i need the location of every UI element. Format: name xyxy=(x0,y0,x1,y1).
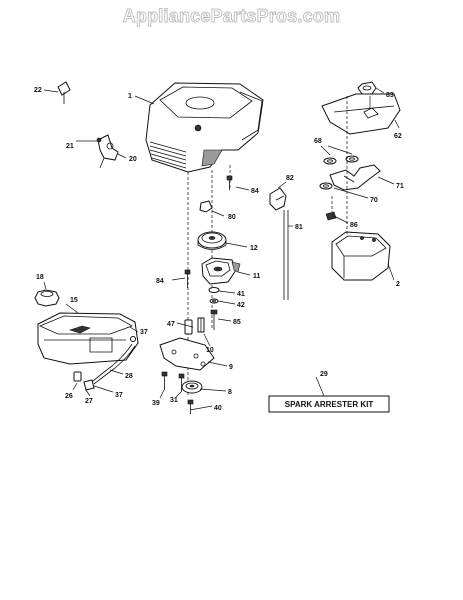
callout-85: 85 xyxy=(233,319,241,326)
callout-1: 1 xyxy=(128,93,132,100)
part-83 xyxy=(357,81,377,95)
shaft-10 xyxy=(197,317,205,333)
exhaust-pipe xyxy=(329,164,381,191)
bolt-31 xyxy=(178,373,185,392)
watermark: AppliancePartsPros.com xyxy=(122,6,341,27)
bolt-40 xyxy=(187,399,194,414)
kit-label: SPARK ARRESTER KIT xyxy=(285,400,374,409)
callout-26: 26 xyxy=(65,393,73,400)
callout-10: 10 xyxy=(206,347,214,354)
spacer-47 xyxy=(184,319,193,335)
callout-20: 20 xyxy=(129,156,137,163)
callout-81: 81 xyxy=(295,224,303,231)
fuel-line xyxy=(73,336,136,391)
gas-cap xyxy=(34,289,60,307)
callout-62: 62 xyxy=(394,133,402,140)
callout-31: 31 xyxy=(170,397,178,404)
callout-18: 18 xyxy=(36,274,44,281)
spark-arrester-kit: SPARK ARRESTER KIT xyxy=(268,395,390,413)
bracket-9 xyxy=(159,337,215,371)
callout-37-lower: 37 xyxy=(115,392,123,399)
part-20-bracket xyxy=(96,134,119,169)
washer-42 xyxy=(209,298,219,304)
gasket-70 xyxy=(319,182,333,190)
callout-84-upper: 84 xyxy=(251,188,259,195)
callout-47: 47 xyxy=(167,321,175,328)
part-82 xyxy=(269,187,287,211)
bolt-39 xyxy=(161,371,168,390)
spacer-41 xyxy=(208,287,220,293)
leader-lines xyxy=(43,87,400,411)
tube-81 xyxy=(283,210,289,300)
callout-41: 41 xyxy=(237,291,245,298)
callout-27: 27 xyxy=(85,398,93,405)
callout-80: 80 xyxy=(228,214,236,221)
callout-22: 22 xyxy=(34,87,42,94)
gasket-68 xyxy=(323,155,359,165)
fuel-tank xyxy=(37,312,139,365)
part-84-lower xyxy=(184,269,191,288)
callout-86: 86 xyxy=(350,222,358,229)
callout-2: 2 xyxy=(396,281,400,288)
part-86 xyxy=(325,211,337,221)
callout-40: 40 xyxy=(214,405,222,412)
callout-83: 83 xyxy=(386,92,394,99)
callout-71: 71 xyxy=(396,183,404,190)
callout-39: 39 xyxy=(152,400,160,407)
callout-9: 9 xyxy=(229,364,233,371)
callout-42: 42 xyxy=(237,302,245,309)
callout-12: 12 xyxy=(250,245,258,252)
muffler xyxy=(331,231,391,281)
callout-8: 8 xyxy=(228,389,232,396)
callout-11: 11 xyxy=(253,273,261,280)
callout-70: 70 xyxy=(370,197,378,204)
bolt-85 xyxy=(210,309,218,330)
callouts: 1 22 21 20 84 80 12 11 84 41 42 85 47 10… xyxy=(34,87,404,412)
clutch xyxy=(201,257,241,285)
kit-box xyxy=(268,395,390,413)
callout-82: 82 xyxy=(286,175,294,182)
callout-37-upper: 37 xyxy=(140,329,148,336)
callout-21: 21 xyxy=(66,143,74,150)
pulley-8 xyxy=(181,380,203,394)
callout-29: 29 xyxy=(320,371,328,378)
callout-28: 28 xyxy=(125,373,133,380)
callout-84-lower: 84 xyxy=(156,278,164,285)
engine xyxy=(145,82,264,173)
part-22 xyxy=(57,81,71,104)
heat-shield xyxy=(321,93,401,135)
callout-68: 68 xyxy=(314,138,322,145)
part-84-upper xyxy=(226,175,233,190)
callout-15: 15 xyxy=(70,297,78,304)
pulley xyxy=(197,231,227,250)
part-80 xyxy=(199,200,213,213)
